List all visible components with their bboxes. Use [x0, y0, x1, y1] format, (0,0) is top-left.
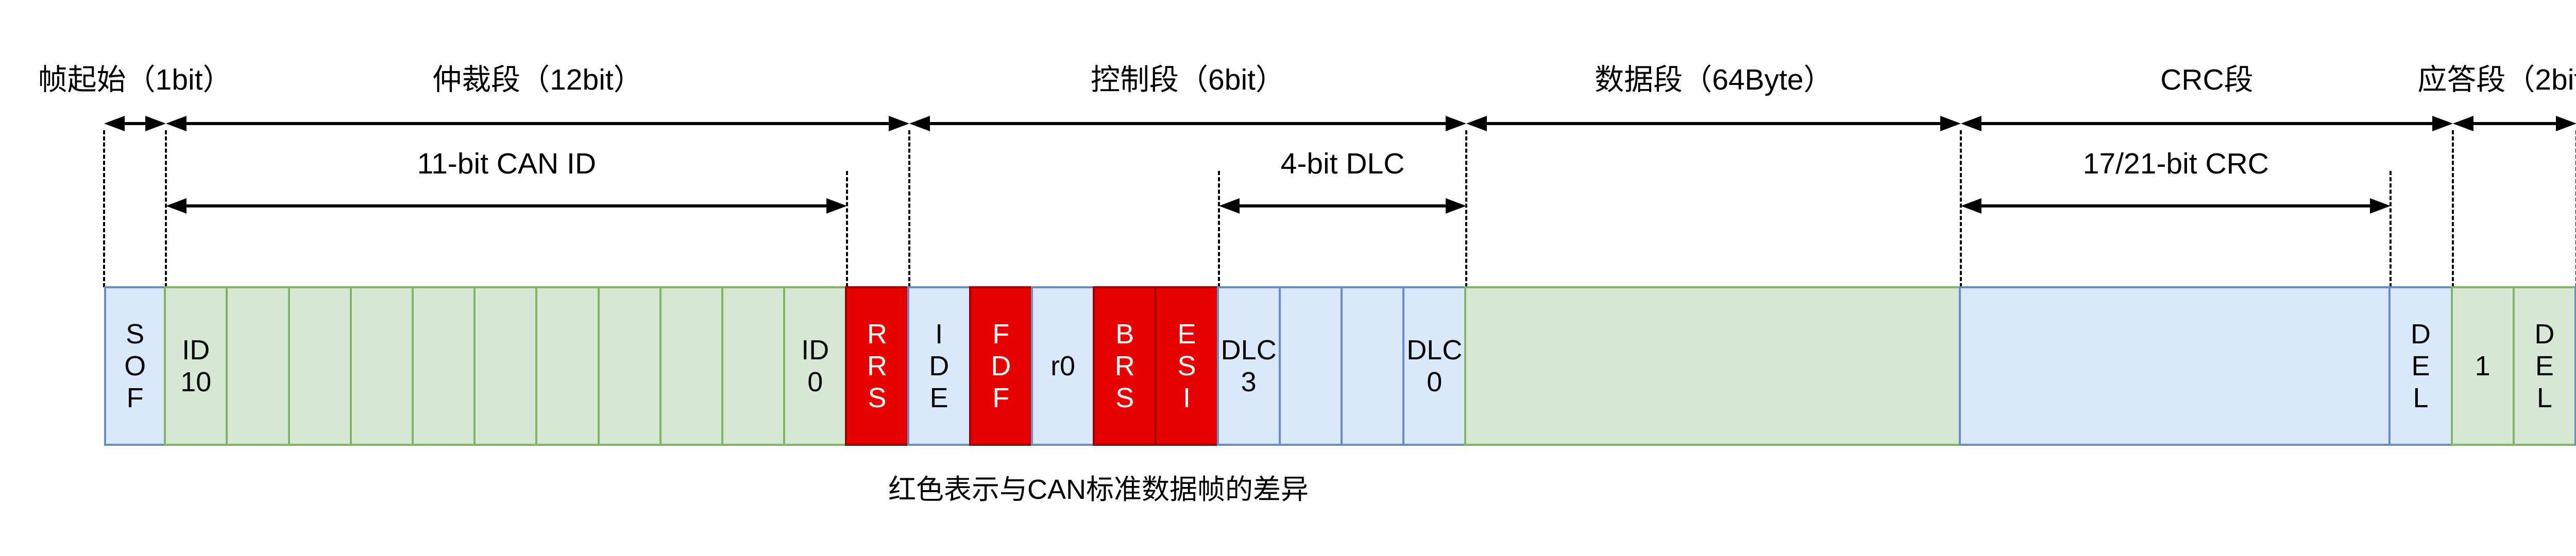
- cell-id10: ID 10: [164, 286, 228, 446]
- cell-eof-bit1: 1: [2574, 286, 2576, 446]
- cell-id3: [597, 286, 662, 446]
- cell-id6: [412, 286, 476, 446]
- arbitration-segment-arrow: [183, 122, 892, 125]
- boundary-dashed-line: [908, 130, 910, 287]
- sof-segment-arrowhead-left: [104, 116, 125, 131]
- cell-dlc3: DLC 3: [1216, 286, 1281, 446]
- boundary-dashed-line: [1465, 130, 1468, 287]
- diagram-caption: 红色表示与CAN标准数据帧的差异: [888, 474, 1309, 505]
- arbitration-segment-label: 仲裁段（12bit）: [432, 63, 643, 96]
- cell-fdf: F D F: [969, 286, 1033, 446]
- cell-crc-field: [1959, 286, 2391, 446]
- cell-ide: I D E: [907, 286, 971, 446]
- cell-ack-slot: 1: [2450, 286, 2515, 446]
- cell-dlc2: [1278, 286, 1343, 446]
- cell-id2: [659, 286, 723, 446]
- crc-segment-arrowhead-left: [1961, 116, 1982, 131]
- can-id-span-arrow: [183, 204, 830, 207]
- control-segment-arrowhead-left: [909, 116, 930, 131]
- cell-id1: [721, 286, 786, 446]
- cell-id8: [287, 286, 352, 446]
- ack-segment-arrowhead-left: [2452, 116, 2473, 131]
- cell-sof: S O F: [104, 286, 166, 446]
- cell-id7: [349, 286, 414, 446]
- ack-segment-label: 应答段（2bit）: [2417, 63, 2576, 96]
- boundary-dashed-line: [1217, 171, 1220, 287]
- cell-dlc1: [1341, 286, 1405, 446]
- dlc-span-arrow: [1236, 204, 1449, 207]
- cell-dlc0: DLC 0: [1402, 286, 1467, 446]
- sof-segment-arrow: [122, 122, 149, 125]
- arbitration-segment-arrowhead-left: [166, 116, 187, 131]
- data-segment-label: 数据段（64Byte）: [1595, 63, 1833, 96]
- crc-segment-label: CRC段: [2160, 63, 2253, 96]
- cell-rrs: R R S: [845, 286, 909, 446]
- cell-id0: ID 0: [783, 286, 848, 446]
- cell-data-field: [1464, 286, 1961, 446]
- cell-crc-del: D E L: [2388, 286, 2453, 446]
- ack-segment-arrow: [2470, 122, 2559, 125]
- crc-bits-span-arrowhead-right: [2370, 198, 2391, 214]
- boundary-dashed-line: [846, 171, 849, 287]
- boundary-dashed-line: [2389, 171, 2392, 287]
- dlc-span-arrowhead-right: [1446, 198, 1467, 214]
- arbitration-segment-arrowhead-right: [888, 116, 909, 131]
- data-segment-arrow: [1484, 122, 1944, 125]
- sof-segment-arrowhead-right: [145, 116, 166, 131]
- cell-brs: B R S: [1093, 286, 1157, 446]
- crc-bits-span-arrow: [1978, 204, 2374, 207]
- control-segment-arrowhead-right: [1446, 116, 1467, 131]
- control-segment-label: 控制段（6bit）: [1091, 63, 1285, 96]
- control-segment-arrow: [926, 122, 1449, 125]
- crc-segment-arrowhead-right: [2432, 116, 2453, 131]
- crc-segment-arrow: [1978, 122, 2435, 125]
- sof-segment-label: 帧起始（1bit）: [38, 63, 232, 96]
- cell-id5: [473, 286, 538, 446]
- cell-esi: E S I: [1155, 286, 1219, 446]
- cell-id4: [535, 286, 600, 446]
- boundary-dashed-line: [103, 130, 105, 287]
- boundary-dashed-line: [2451, 130, 2454, 287]
- cell-ack-del: D E L: [2512, 286, 2576, 446]
- can-id-span-arrowhead-left: [166, 198, 187, 214]
- ack-segment-arrowhead-right: [2556, 116, 2576, 131]
- cell-id9: [226, 286, 290, 446]
- can-id-span-arrowhead-right: [826, 198, 848, 214]
- can-id-span-label: 11-bit CAN ID: [417, 147, 596, 180]
- dlc-span-label: 4-bit DLC: [1280, 147, 1405, 180]
- data-segment-arrowhead-left: [1466, 116, 1487, 131]
- cell-r0: r0: [1031, 286, 1095, 446]
- crc-bits-span-label: 17/21-bit CRC: [2082, 147, 2269, 180]
- crc-bits-span-arrowhead-left: [1961, 198, 1982, 214]
- data-segment-arrowhead-right: [1940, 116, 1961, 131]
- dlc-span-arrowhead-left: [1218, 198, 1240, 214]
